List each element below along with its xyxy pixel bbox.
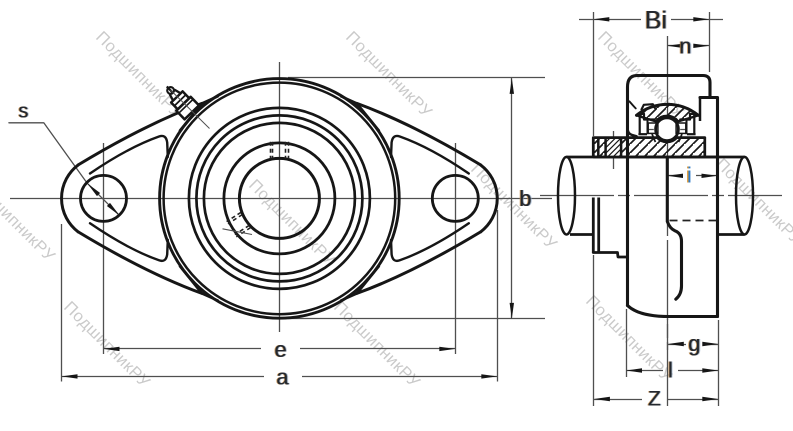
svg-text:Bi: Bi: [646, 6, 668, 34]
svg-text:Z: Z: [647, 388, 660, 411]
svg-text:g: g: [687, 331, 699, 356]
svg-text:Bi: Bi: [645, 6, 667, 34]
svg-text:l: l: [668, 357, 673, 382]
svg-text:b: b: [520, 186, 532, 211]
svg-text:b: b: [519, 186, 531, 211]
svg-text:b: b: [520, 186, 532, 211]
svg-text:l: l: [669, 357, 674, 382]
svg-text:e: e: [276, 337, 288, 362]
svg-text:s: s: [18, 101, 28, 123]
svg-text:g: g: [689, 331, 701, 356]
svg-text:s: s: [19, 101, 29, 123]
svg-text:Bi: Bi: [644, 6, 666, 34]
svg-text:n: n: [678, 34, 690, 59]
svg-text:l: l: [667, 357, 672, 382]
svg-text:Z: Z: [649, 388, 662, 411]
svg-text:b: b: [518, 186, 530, 211]
svg-text:n: n: [680, 34, 692, 59]
svg-text:i: i: [687, 162, 692, 187]
svg-text:n: n: [680, 34, 692, 59]
svg-text:a: a: [276, 364, 289, 389]
svg-text:l: l: [668, 357, 673, 382]
svg-text:Z: Z: [648, 388, 661, 411]
svg-text:a: a: [277, 364, 290, 389]
svg-text:g: g: [689, 331, 701, 356]
svg-text:i: i: [686, 162, 691, 187]
svg-text:Bi: Bi: [645, 6, 667, 34]
svg-text:e: e: [275, 337, 287, 362]
svg-text:e: e: [273, 337, 285, 362]
svg-text:e: e: [274, 337, 286, 362]
svg-text:s: s: [17, 101, 27, 123]
svg-text:g: g: [688, 331, 700, 356]
svg-text:a: a: [275, 364, 288, 389]
svg-text:Z: Z: [648, 388, 661, 411]
svg-text:a: a: [278, 364, 291, 389]
svg-text:n: n: [679, 34, 691, 59]
svg-text:s: s: [20, 101, 30, 123]
